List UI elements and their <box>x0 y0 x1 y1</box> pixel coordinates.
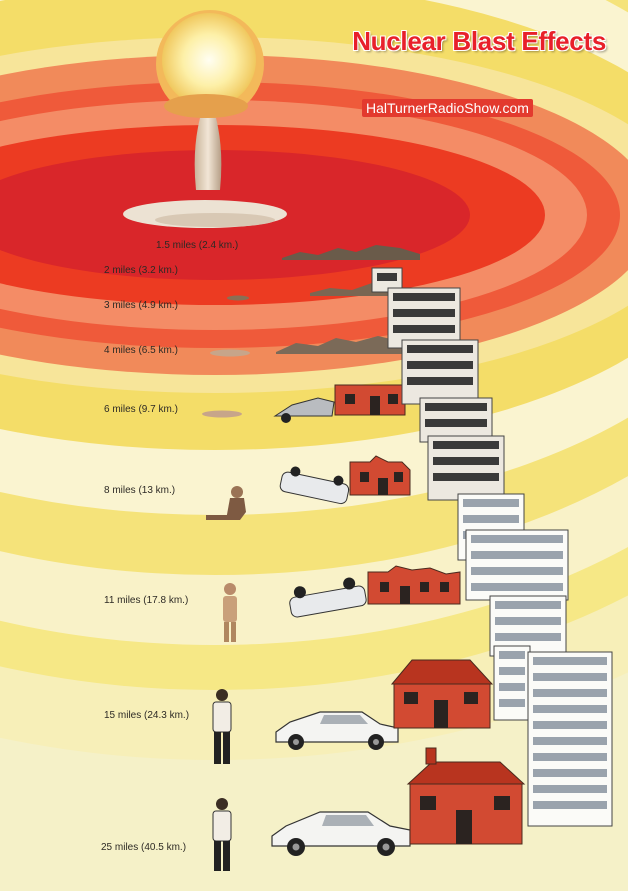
cars <box>271 397 411 856</box>
distance-label-3-miles: 3 miles (4.9 km.) <box>104 300 178 311</box>
house-15mi <box>390 659 494 729</box>
car-25mi <box>271 811 411 856</box>
car-11mi <box>289 577 367 618</box>
distance-label-4-miles: 4 miles (6.5 km.) <box>104 345 178 356</box>
distance-label-11-miles: 11 miles (17.8 km.) <box>104 595 189 606</box>
tower-window-row <box>393 309 455 317</box>
page-title: Nuclear Blast Effects <box>352 26 606 56</box>
tower-window-row <box>533 689 607 697</box>
tower-window-row <box>533 657 607 665</box>
house-8mi <box>349 455 411 496</box>
tower-window-row <box>463 515 519 523</box>
tower-window-row <box>533 705 607 713</box>
tower-window-row <box>471 567 563 575</box>
tower-window-row <box>533 801 607 809</box>
rubble-zones <box>276 245 420 354</box>
house-6mi <box>334 384 406 416</box>
figure-2mi <box>227 295 249 301</box>
tower-window-row <box>433 457 499 465</box>
tower-window-row <box>495 633 561 641</box>
tower-window-row <box>407 377 473 385</box>
tower-window-row <box>393 293 455 301</box>
houses <box>334 384 526 845</box>
tower-window-row <box>533 769 607 777</box>
tower-window-row <box>499 699 525 707</box>
tower-window-row <box>533 737 607 745</box>
house-11mi <box>367 565 461 605</box>
cloud-cap-glow <box>162 13 256 107</box>
rubble-3 <box>276 336 404 354</box>
distance-label-2-miles: 2 miles (3.2 km.) <box>104 265 178 276</box>
car-15mi <box>275 711 399 750</box>
car-6mi <box>273 397 335 423</box>
cloud-cap-skirt <box>164 94 248 118</box>
tower-window-row <box>533 673 607 681</box>
tower-window-row <box>495 617 561 625</box>
tower-window-row <box>495 601 561 609</box>
tower-window-row <box>499 651 525 659</box>
tower-window-row <box>433 473 499 481</box>
distance-label-15-miles: 15 miles (24.3 km.) <box>104 710 190 721</box>
tower-window-row <box>471 551 563 559</box>
tower-window-row <box>425 419 487 427</box>
tower-window-row <box>499 667 525 675</box>
tower-window-row <box>377 273 397 281</box>
tower-window-row <box>407 361 473 369</box>
distance-label-1-5-miles: 1.5 miles (2.4 km.) <box>156 240 239 251</box>
rubble-1 <box>282 245 420 260</box>
distance-label-25-miles: 25 miles (40.5 km.) <box>101 842 187 853</box>
human-figures <box>202 295 250 871</box>
mushroom-cloud <box>123 10 287 228</box>
figure-25mi <box>212 798 232 871</box>
apartment-tower <box>371 267 613 827</box>
car-8mi <box>279 466 350 505</box>
cloud-base-shadow <box>155 213 275 227</box>
tower-window-row <box>463 499 519 507</box>
distance-label-6-miles: 6 miles (9.7 km.) <box>104 404 178 415</box>
tower-window-row <box>499 683 525 691</box>
tower-window-row <box>533 721 607 729</box>
tower-window-row <box>425 403 487 411</box>
tower-window-row <box>433 441 499 449</box>
figure-6mi <box>202 410 242 418</box>
tower-window-row <box>533 785 607 793</box>
blast-zone-rings <box>0 0 628 760</box>
figure-15mi <box>212 689 232 764</box>
figure-4mi <box>210 349 250 357</box>
tower-window-row <box>407 345 473 353</box>
tower-window-row <box>471 535 563 543</box>
source-credit: HalTurnerRadioShow.com <box>362 99 533 117</box>
tower-window-row <box>471 583 563 591</box>
figure-8mi <box>206 486 246 520</box>
tower-window-row <box>533 753 607 761</box>
distance-label-8-miles: 8 miles (13 km.) <box>104 485 176 496</box>
tower-window-row <box>393 325 455 333</box>
house-25mi <box>406 747 526 845</box>
figure-11mi <box>223 583 237 642</box>
cloud-stem <box>194 118 222 190</box>
